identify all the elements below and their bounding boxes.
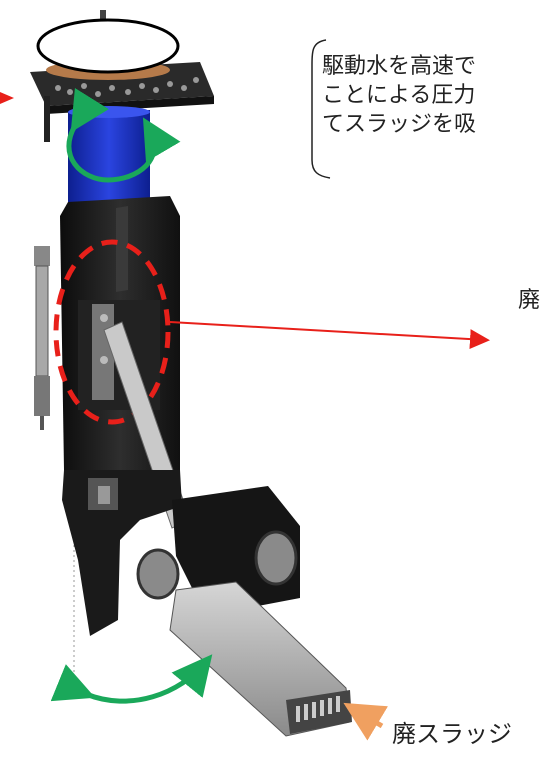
lower-assembly (62, 470, 300, 636)
red-arrow-top-left (0, 92, 14, 104)
callout-line: 駆動水を高速で (322, 54, 477, 79)
callout-line: てスラッジを吸 (322, 112, 477, 137)
top-opening-outline (36, 18, 180, 74)
callout-line: ことによる圧力 (322, 83, 476, 108)
red-leader-arrow (169, 321, 490, 350)
label-bottom: 廃スラッジ (392, 720, 512, 748)
red-dashed-highlight (53, 239, 171, 425)
green-rotation-arrow-bottom (50, 654, 213, 704)
label-mid: 廃 (518, 288, 541, 313)
callout-text: 駆動水を高速で ことによる圧力 てスラッジを吸 (322, 52, 476, 139)
side-hose (34, 246, 50, 430)
suction-tray (169, 581, 352, 737)
orange-arrow (343, 702, 389, 741)
green-rotation-arrow-top (66, 87, 181, 183)
callout-bracket (311, 39, 331, 179)
